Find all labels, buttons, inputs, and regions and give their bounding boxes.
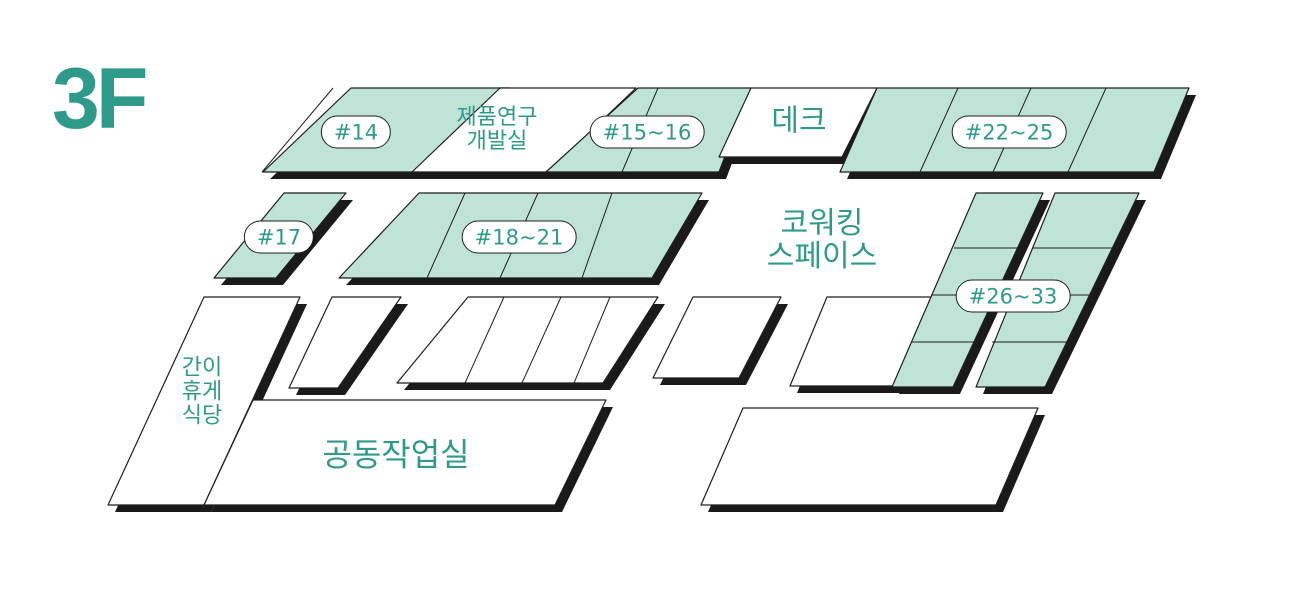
small-rooms-row[interactable] (396, 296, 665, 390)
booth-label-15-16[interactable]: #15~16 (589, 115, 705, 149)
booth-label-26-33[interactable]: #26~33 (955, 279, 1071, 313)
floor-title: 3F (52, 51, 148, 147)
booth-label-14[interactable]: #14 (320, 115, 392, 149)
lounge-area[interactable] (107, 296, 307, 512)
bottom-right-room[interactable] (700, 407, 1045, 512)
desk-area[interactable] (718, 87, 884, 164)
booth-label-22-25[interactable]: #22~25 (951, 115, 1067, 149)
small-room-2[interactable] (652, 296, 788, 385)
booth-label-17[interactable]: #17 (243, 220, 315, 254)
shared-workshop-area[interactable] (203, 399, 613, 512)
booth-label-18-21[interactable]: #18~21 (461, 220, 577, 254)
small-room-1[interactable] (288, 296, 408, 395)
product-rnd-room[interactable] (411, 87, 643, 179)
